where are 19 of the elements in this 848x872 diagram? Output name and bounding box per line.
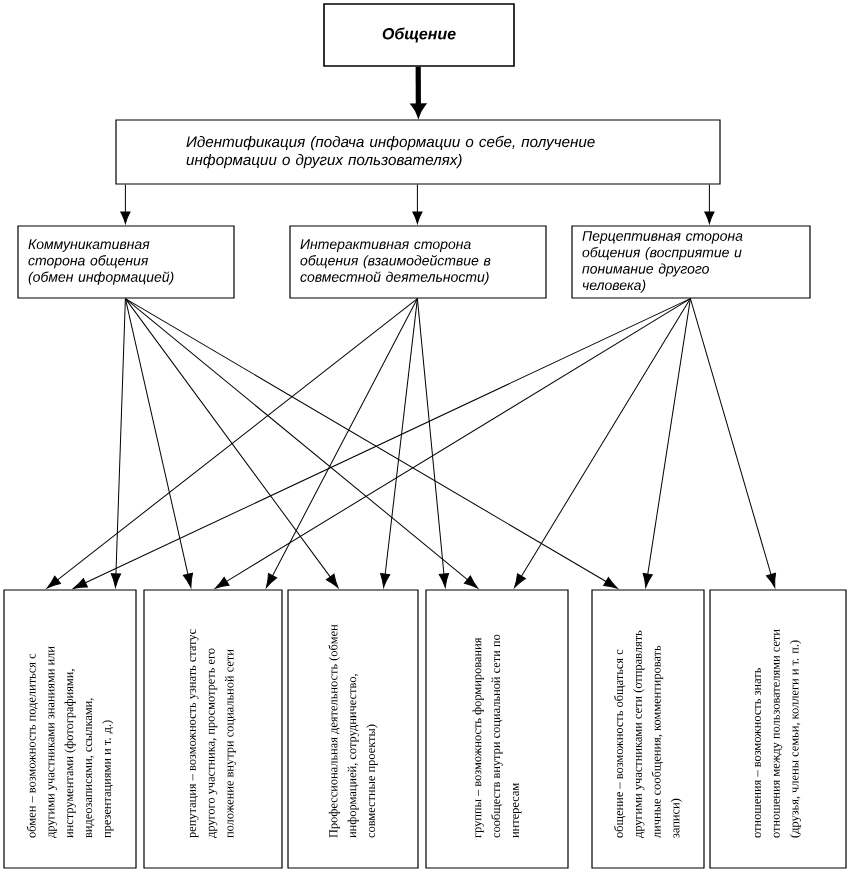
- arrow: [704, 184, 715, 224]
- arrow: [412, 184, 423, 224]
- arrow: [380, 298, 418, 588]
- concept-box: Общение: [323, 3, 515, 67]
- arrow: [124, 298, 193, 588]
- arrow: [689, 298, 777, 588]
- arrow: [46, 298, 418, 589]
- arrow: [416, 298, 450, 588]
- arrow: [214, 298, 691, 589]
- arrow: [514, 298, 691, 588]
- arrow: [642, 298, 691, 588]
- arrow: [124, 298, 479, 589]
- arrow: [124, 298, 339, 589]
- arrow: [110, 298, 126, 588]
- arrow: [124, 298, 618, 589]
- arrow: [265, 298, 418, 588]
- arrow: [120, 184, 131, 224]
- thick-arrow: [411, 66, 426, 117]
- arrow: [72, 298, 691, 589]
